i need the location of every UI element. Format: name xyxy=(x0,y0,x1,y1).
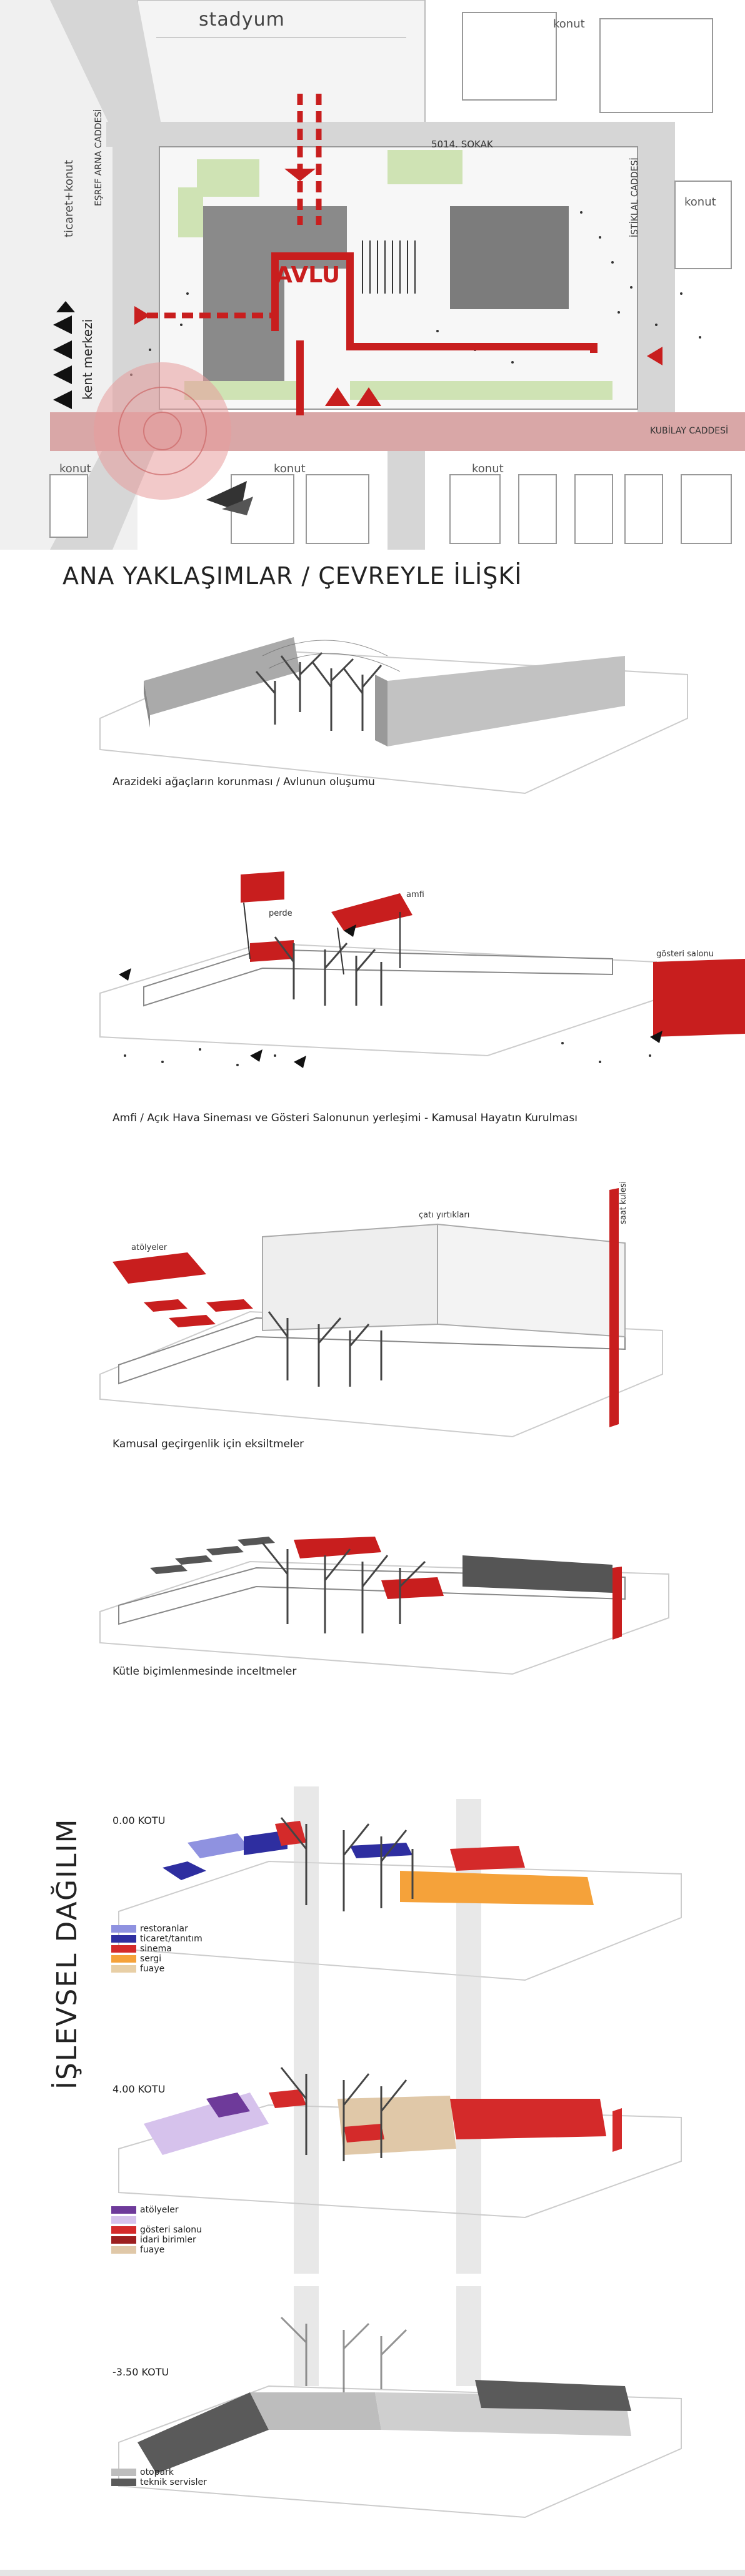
atolyeler-block xyxy=(112,1252,206,1284)
label-konut-bottom-right: konut xyxy=(472,462,504,475)
label-atolyeler: atölyeler xyxy=(131,1243,168,1252)
stadium-label: stadyum xyxy=(199,9,285,31)
legend-item: teknik servisler xyxy=(111,2477,207,2487)
legend-label: otopark xyxy=(140,2467,174,2477)
legend-item: ticaret/tanıtım xyxy=(111,1934,202,1944)
step-3-caption: Kamusal geçirgenlik için eksiltmeler xyxy=(112,1438,304,1450)
label-konut-top: konut xyxy=(553,17,585,31)
level-minus-3-50: -3.50 KOTU otopark teknik servisler xyxy=(0,2286,745,2561)
legend-swatch xyxy=(111,1945,136,1953)
step-1-drawing xyxy=(99,637,688,795)
legend-item: idari birimler xyxy=(111,2235,202,2245)
section-title: ANA YAKLAŞIMLAR / ÇEVREYLE İLİŞKİ xyxy=(62,562,522,590)
saat-kulesi xyxy=(609,1188,619,1427)
building-east xyxy=(450,206,569,309)
label-sokak: 5014. SOKAK xyxy=(431,139,493,150)
legend-item: fuaye xyxy=(111,2245,202,2255)
label-cati: çatı yırtıkları xyxy=(419,1211,470,1220)
label-perde: perde xyxy=(269,909,292,918)
label-kubilay: KUBİLAY CADDESİ xyxy=(650,426,729,436)
bottom-rule xyxy=(0,2570,745,2576)
step-2-drawing xyxy=(99,871,745,1068)
kot-label-minus: -3.50 KOTU xyxy=(112,2366,169,2378)
legend-item: restoranlar xyxy=(111,1924,202,1934)
avlu-path xyxy=(271,252,598,353)
label-saat: saat kulesi xyxy=(619,1181,628,1224)
label-gosteri-salonu: gösteri salonu xyxy=(656,949,714,959)
legend-item: atölyeler xyxy=(111,2205,202,2215)
label-konut-bottom-left: konut xyxy=(59,462,91,475)
legend-swatch xyxy=(111,2469,136,2476)
level-4-drawing xyxy=(118,2024,682,2274)
perde-block xyxy=(241,871,284,903)
site-plan: stadyum konut konut 5014. SOKAK AVLU EŞR… xyxy=(0,0,745,550)
level-0: 0.00 KOTU restoranlar ticaret/tanıtım si… xyxy=(0,1761,745,2024)
dark-block xyxy=(462,1555,612,1593)
step-1: Arazideki ağaçların korunması / Avlunun … xyxy=(0,612,745,825)
step-3: atölyeler çatı yırtıkları saat kulesi Ka… xyxy=(0,1174,745,1474)
legend-swatch xyxy=(111,2206,136,2214)
legend-label: ticaret/tanıtım xyxy=(140,1933,202,1944)
legend-label: sergi xyxy=(140,1953,162,1964)
step-3-drawing xyxy=(99,1188,663,1438)
legend-minus: otopark teknik servisler xyxy=(111,2467,207,2487)
legend-swatch xyxy=(111,2216,136,2224)
label-esref-arna: EŞREF ARNA CADDESİ xyxy=(94,109,104,206)
legend-item: sergi xyxy=(111,1954,202,1964)
site-plan-drawing xyxy=(0,0,745,550)
step-4: Kütle biçimlenmesinde inceltmeler xyxy=(0,1499,745,1699)
step-1-caption: Arazideki ağaçların korunması / Avlunun … xyxy=(112,776,375,788)
kot-label-4: 4.00 KOTU xyxy=(112,2083,166,2095)
legend-swatch xyxy=(111,2479,136,2486)
legend-label: restoranlar xyxy=(140,1923,188,1934)
label-konut-right: konut xyxy=(684,196,716,209)
legend-label: gösteri salonu xyxy=(140,2224,202,2235)
legend-item: gösteri salonu xyxy=(111,2225,202,2235)
label-istiklal: İSTİKLAL CADDESİ xyxy=(630,157,640,237)
legend-swatch xyxy=(111,1955,136,1963)
step-4-caption: Kütle biçimlenmesinde inceltmeler xyxy=(112,1665,297,1678)
legend-label: idari birimler xyxy=(140,2234,196,2245)
level-0-drawing xyxy=(118,1786,682,2024)
legend-4: atölyeler gösteri salonu idari birimler … xyxy=(111,2205,202,2255)
arrow-icon xyxy=(119,968,131,981)
amfi-block xyxy=(331,893,412,931)
legend-swatch xyxy=(111,1925,136,1933)
label-amfi: amfi xyxy=(406,890,424,899)
level-minus-drawing xyxy=(118,2286,682,2519)
label-ticaret-konut: ticaret+konut xyxy=(62,160,76,237)
legend-label: fuaye xyxy=(140,1963,165,1974)
legend-swatch xyxy=(111,1965,136,1973)
label-avlu: AVLU xyxy=(275,262,341,288)
legend-item: fuaye xyxy=(111,1964,202,1974)
step-4-drawing xyxy=(99,1537,669,1675)
legend-label: atölyeler xyxy=(140,2204,179,2215)
label-kent-merkezi: kent merkezi xyxy=(80,319,95,400)
level-4: 4.00 KOTU atölyeler gösteri salonu idari… xyxy=(0,2024,745,2274)
legend-label: teknik servisler xyxy=(140,2477,207,2487)
legend-label: sinema xyxy=(140,1943,172,1954)
step-2-caption: Amfi / Açık Hava Sineması ve Gösteri Sal… xyxy=(112,1112,578,1124)
step-2: perde amfi gösteri salonu Amfi / Açık Ha… xyxy=(0,850,745,1149)
legend-item: otopark xyxy=(111,2467,207,2477)
north-arrow-icon xyxy=(206,481,253,515)
legend-item xyxy=(111,2215,202,2225)
legend-label: fuaye xyxy=(140,2244,165,2255)
legend-swatch xyxy=(111,2226,136,2234)
legend-0: restoranlar ticaret/tanıtım sinema sergi… xyxy=(111,1924,202,1974)
kot-label-0: 0.00 KOTU xyxy=(112,1815,166,1826)
label-konut-bottom-mid: konut xyxy=(274,462,306,475)
legend-item: sinema xyxy=(111,1944,202,1954)
legend-swatch xyxy=(111,1935,136,1943)
legend-swatch xyxy=(111,2236,136,2244)
legend-swatch xyxy=(111,2246,136,2254)
gosteri-salonu-block xyxy=(653,959,745,1037)
